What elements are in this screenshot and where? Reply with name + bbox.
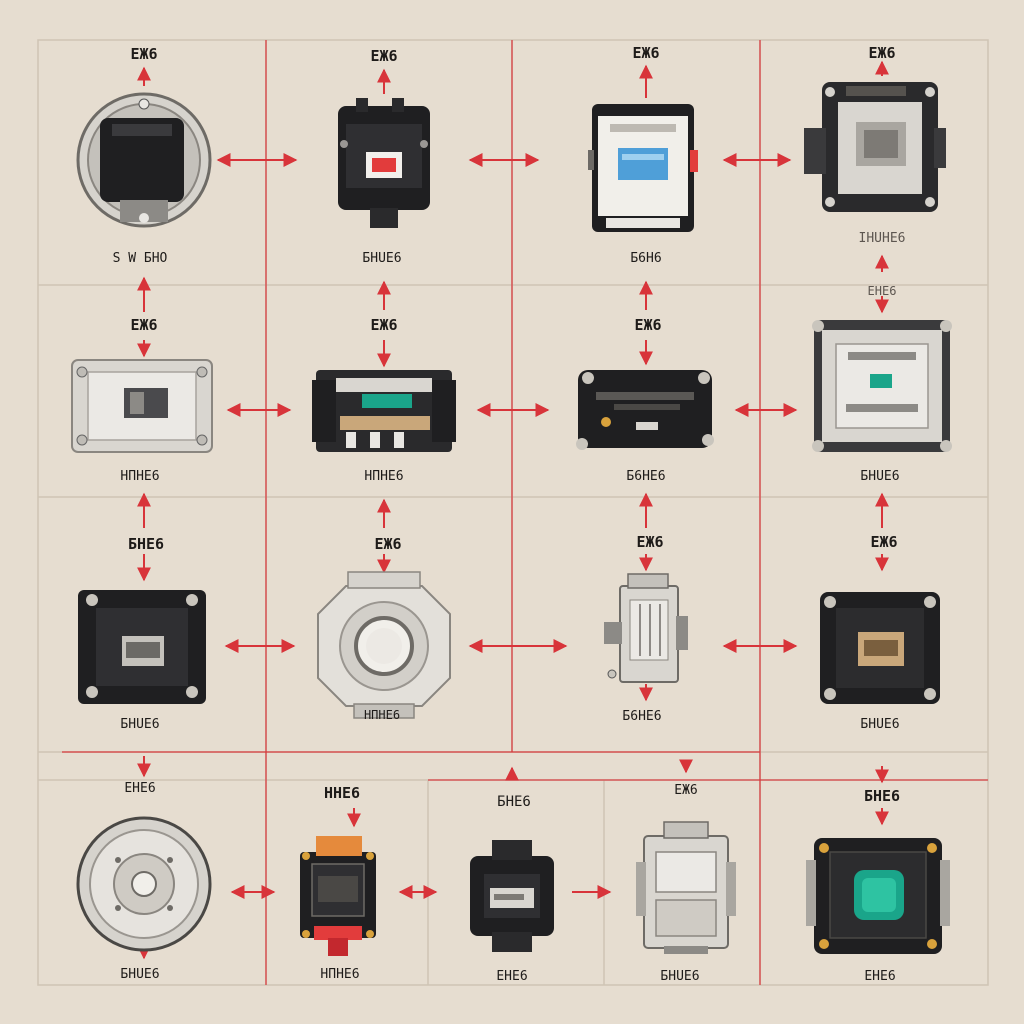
cell-9-bottom-label: БНUЕ6 — [120, 717, 159, 732]
cell-3-bottom-label: Б6Н6 — [630, 251, 661, 266]
round-dark-module-icon — [76, 92, 212, 228]
cell-1: ЕЖ6 S W БНО — [76, 45, 212, 266]
cell-17-top-label: БНЕ6 — [864, 787, 900, 805]
cell-4: ЕЖ6 ІНUНЕ6 — [804, 44, 946, 246]
cell-1-bottom-label: S W БНО — [113, 251, 168, 266]
cell-1-top-label: ЕЖ6 — [130, 45, 157, 63]
cell-8-bottom-label: БНUЕ6 — [860, 469, 899, 484]
round-silver-disc-icon — [76, 816, 212, 952]
cell-5: ЕЖ6 НПНЕ6 — [71, 316, 213, 484]
cell-14: ННЕ6 НПНЕ6 — [300, 784, 376, 982]
silver-window-plate-icon — [71, 359, 213, 453]
gray-chip-module-icon — [804, 82, 946, 212]
white-blue-screen-module-icon — [588, 104, 698, 232]
cell-16: ЕЖ6 БНUЕ6 — [636, 783, 736, 984]
cell-11-bottom-label: Б6НЕ6 — [622, 709, 661, 724]
cell-7-top-label: ЕЖ6 — [634, 316, 661, 334]
connector-lines — [62, 40, 988, 985]
small-dark-screen-icon — [470, 840, 554, 952]
cell-2: ЕЖ6 БНUЕ6 — [338, 47, 430, 266]
cell-9-top-label: БНЕ6 — [128, 535, 164, 553]
vertical-silver-module-icon — [604, 573, 688, 683]
cell-2-top-label: ЕЖ6 — [370, 47, 397, 65]
cell-15-bottom-label: ЕНЕ6 — [496, 969, 527, 984]
cell-9: БНЕ6 БНUЕ6 — [78, 535, 206, 732]
cell-7: ЕЖ6 Б6НЕ6 — [576, 316, 714, 484]
cell-11-top-label: ЕЖ6 — [636, 533, 663, 551]
cell-17-bottom-label: ЕНЕ6 — [864, 969, 895, 984]
cell-4-top-label: ЕЖ6 — [868, 44, 895, 62]
orange-red-connector-icon — [300, 836, 376, 956]
cell-6-top-label: ЕЖ6 — [370, 316, 397, 334]
gray-stacked-module-icon — [636, 821, 736, 954]
ring-bearing-module-icon — [317, 571, 451, 719]
cell-14-bottom-label: НПНЕ6 — [320, 967, 359, 982]
cell-11: ЕЖ6 Б6НЕ6 — [604, 533, 688, 724]
cell-5-bottom-label: НПНЕ6 — [120, 469, 159, 484]
cell-12-top-label: ЕЖ6 — [870, 533, 897, 551]
cell-8-top-label: ЕНЕ6 — [868, 284, 897, 298]
green-gem-module-icon — [806, 838, 950, 954]
vertical-arrows — [137, 60, 889, 960]
cell-15: БНЕ6 ЕНЕ6 — [470, 794, 554, 984]
silver-square-chip-icon — [812, 320, 952, 452]
cell-5-top-label: ЕЖ6 — [130, 316, 157, 334]
cell-3-top-label: ЕЖ6 — [632, 44, 659, 62]
cell-13-top-label: ЕНЕ6 — [124, 781, 155, 796]
cell-12: ЕЖ6 БНUЕ6 — [820, 533, 940, 732]
dark-red-window-module-icon — [338, 98, 430, 228]
cell-16-bottom-label: БНUЕ6 — [660, 969, 699, 984]
cell-6-bottom-label: НПНЕ6 — [364, 469, 403, 484]
cell-13: ЕНЕ6 БНUЕ6 — [76, 781, 212, 982]
cell-12-bottom-label: БНUЕ6 — [860, 717, 899, 732]
cell-2-bottom-label: БНUЕ6 — [362, 251, 401, 266]
cell-10: ЕЖ6 НПНЕ6 — [317, 535, 451, 722]
black-square-window-icon — [78, 590, 206, 704]
black-pill-module-icon — [576, 370, 714, 450]
cell-14-top-label: ННЕ6 — [324, 784, 360, 802]
horizontal-arrows — [216, 153, 798, 899]
cell-10-bottom-label: НПНЕ6 — [364, 708, 400, 722]
cell-6: ЕЖ6 НПНЕ6 — [312, 316, 456, 484]
circuit-board-module-icon — [312, 370, 456, 452]
cell-8: ЕНЕ6 БНUЕ6 — [812, 284, 952, 484]
cell-3: ЕЖ6 Б6Н6 — [588, 44, 698, 266]
cell-13-bottom-label: БНUЕ6 — [120, 967, 159, 982]
black-tan-chip-icon — [820, 592, 940, 704]
cell-4-bottom-label: ІНUНЕ6 — [859, 231, 906, 246]
cell-15-top-label: БНЕ6 — [497, 794, 531, 810]
cell-7-bottom-label: Б6НЕ6 — [626, 469, 665, 484]
cell-10-top-label: ЕЖ6 — [374, 535, 401, 553]
cell-16-top-label: ЕЖ6 — [674, 783, 697, 798]
cell-17: БНЕ6 ЕНЕ6 — [806, 787, 950, 984]
